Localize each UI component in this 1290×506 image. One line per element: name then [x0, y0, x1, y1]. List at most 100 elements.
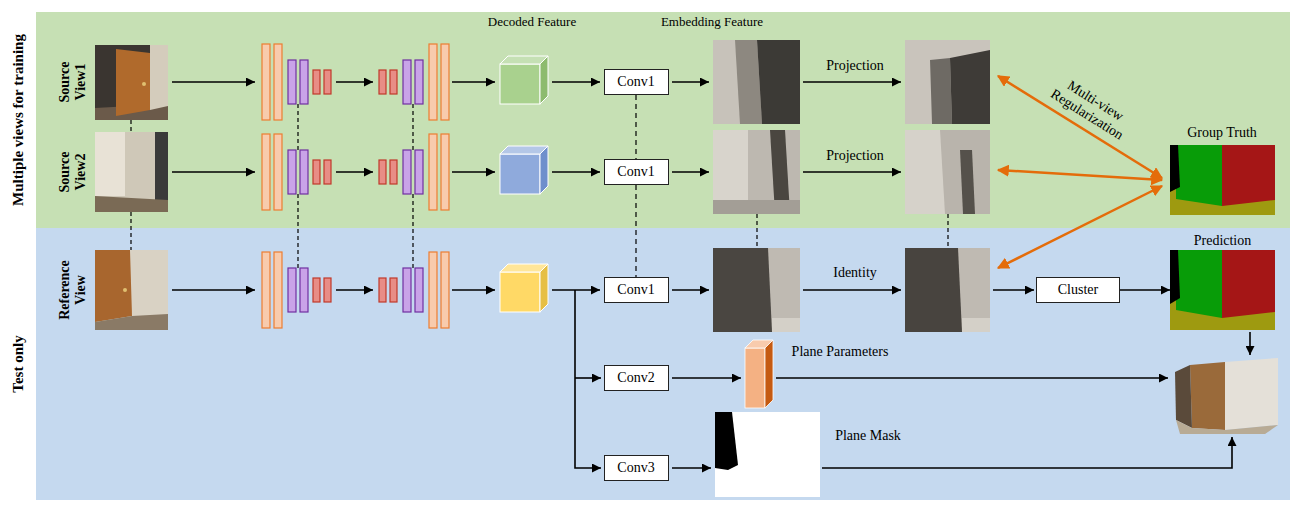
heading-text: Multiple views for training	[10, 34, 26, 206]
embedding-image	[713, 248, 800, 332]
embedding-image	[713, 130, 800, 214]
segment-plane	[1176, 250, 1222, 318]
feature-cube	[500, 56, 548, 104]
photo-wall	[150, 45, 168, 110]
image-shade	[962, 318, 990, 332]
feature-cube	[500, 264, 548, 312]
segment-plane	[1222, 145, 1275, 206]
reference-photo	[95, 250, 168, 330]
band-heading: Test only	[10, 335, 27, 392]
image-shade	[930, 58, 952, 124]
box-label: Conv1	[617, 74, 654, 90]
conv-box: Conv3	[604, 455, 669, 481]
stage-label: Plane Mask	[835, 428, 901, 444]
projected-image	[905, 40, 990, 124]
image-label-holder: Group Truth	[1187, 125, 1257, 141]
recon-door	[1190, 362, 1225, 430]
box-label: Conv1	[617, 164, 654, 180]
feature-cube	[500, 146, 548, 194]
image-ground	[905, 248, 990, 332]
flow-connector	[1120, 289, 1170, 291]
projected-image	[905, 130, 990, 214]
photo-wall	[95, 132, 125, 196]
photo-door	[116, 49, 150, 116]
image-shade	[905, 248, 962, 332]
image-shade	[905, 130, 945, 214]
photo-ground	[95, 45, 168, 120]
cluster-box: Cluster	[1036, 277, 1120, 303]
stage-label-holder: Decoded Feature	[488, 15, 576, 30]
cube-face	[500, 272, 540, 312]
photo-floor	[95, 196, 168, 212]
stage-label: Plane Parameters	[792, 344, 889, 360]
segment-plane	[1176, 145, 1222, 206]
stage-label: Embedding Feature	[661, 15, 763, 30]
image-ground	[905, 130, 990, 214]
conv-box: Conv2	[604, 365, 669, 391]
reconstruction-image	[1175, 358, 1278, 434]
flow-arrow	[672, 467, 711, 469]
arrow-label-holder: Identity	[833, 265, 877, 281]
mask-ground	[715, 412, 820, 497]
view-label-holder: Source View2	[57, 145, 89, 199]
photo-ground	[95, 250, 168, 330]
prediction-image: Prediction	[1170, 250, 1275, 330]
recon-side	[1175, 365, 1192, 428]
flow-arrow	[1249, 332, 1251, 355]
image-ground	[713, 248, 800, 332]
view-label: Reference View	[57, 254, 89, 326]
image-shade	[757, 40, 800, 124]
shared-weights-connector	[635, 95, 636, 159]
conv-box: Conv1	[604, 69, 669, 95]
view-label: Source View1	[57, 55, 89, 109]
photo-knob	[123, 288, 127, 292]
conv-box: Conv1	[604, 159, 669, 185]
segment-plane	[1170, 250, 1180, 304]
cube-face	[540, 56, 548, 104]
image-shade	[772, 318, 800, 332]
segment-floor	[1170, 145, 1275, 215]
stage-label: Decoded Feature	[488, 15, 576, 30]
stage-label-holder: Plane Mask	[835, 428, 901, 444]
plane-parameter-block	[745, 340, 773, 408]
image-shade	[713, 248, 772, 332]
mask-region	[715, 412, 738, 470]
cube-face	[500, 154, 540, 194]
photo-knob	[142, 82, 146, 86]
stage-label-holder: Plane Parameters	[792, 344, 889, 360]
heading-text: Test only	[10, 335, 26, 392]
prediction-image	[1170, 250, 1275, 330]
source-photo	[95, 45, 168, 120]
box-label: Conv3	[617, 460, 654, 476]
flow-arrow	[993, 289, 1034, 291]
embedding-image	[713, 40, 800, 124]
view-label: Source View2	[57, 145, 89, 199]
view-label-holder: Source View1	[57, 55, 89, 109]
projected-image	[905, 248, 990, 332]
box-label: Cluster	[1058, 282, 1098, 298]
box-label: Conv1	[617, 282, 654, 298]
arrow-label-holder: Projection	[826, 148, 884, 164]
cube-face	[500, 64, 540, 104]
segment-plane	[1222, 250, 1275, 318]
image-shade	[713, 200, 800, 214]
heading-text: Prediction	[1194, 233, 1252, 248]
flow-arrow	[776, 377, 1168, 379]
recon-wall	[1225, 358, 1278, 430]
box-label: Conv2	[617, 370, 654, 386]
image-shade	[950, 50, 990, 124]
conv-box: Conv1	[604, 277, 669, 303]
image-heading: Prediction	[1170, 233, 1275, 249]
arrow-label: Identity	[833, 265, 877, 281]
stage-label-holder: Embedding Feature	[661, 15, 763, 30]
flow-arrow	[672, 377, 741, 379]
image-label: Group Truth	[1187, 125, 1257, 141]
ground-truth-image	[1170, 145, 1275, 215]
photo-ground	[95, 132, 168, 212]
photo-floor	[95, 314, 168, 330]
plane-mask-image	[715, 412, 820, 497]
image-shade	[960, 150, 975, 214]
image-ground	[905, 40, 990, 124]
arrow-label-holder: Projection	[826, 58, 884, 74]
